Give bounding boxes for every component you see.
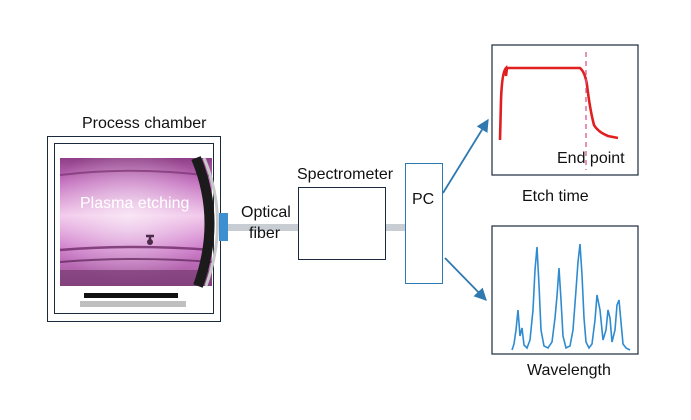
arrow-to-endpoint-chart: [442, 118, 489, 194]
spectrometer-box: [298, 187, 386, 260]
spectrometer-label: Spectrometer: [297, 166, 394, 183]
pc-box: [405, 163, 443, 284]
plasma-photo: [59, 156, 219, 288]
spectrum-chart-frame: [491, 225, 639, 355]
fiber-connector: [219, 213, 228, 241]
wafer-chuck: [84, 293, 178, 298]
chuck-base: [80, 301, 186, 307]
optical-fiber-segment-1: [228, 224, 298, 231]
arrow-to-spectrum-chart: [444, 257, 487, 301]
end-point-label: End point: [557, 150, 625, 167]
endpoint-chart-frame: [491, 44, 639, 176]
etch-time-label: Etch time: [522, 188, 589, 205]
optical-fiber-segment-2: [386, 224, 406, 231]
process-chamber-label: Process chamber: [82, 115, 207, 132]
wavelength-label: Wavelength: [527, 362, 611, 379]
endpoint-trace: [498, 64, 619, 141]
optical-fiber-label-line1: Optical: [241, 204, 291, 221]
pc-label: PC: [412, 191, 435, 208]
spectrum-trace: [511, 243, 631, 351]
plasma-etching-label: Plasma etching: [80, 195, 190, 212]
optical-fiber-label-line2: fiber: [249, 225, 281, 242]
